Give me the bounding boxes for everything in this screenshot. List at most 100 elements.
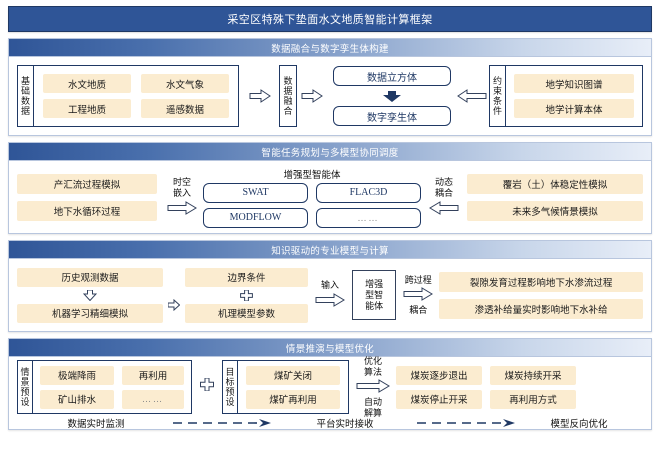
basic-data-tags: 水文地质 水文气象 工程地质 遥感数据: [34, 65, 239, 127]
section-body-1: 基础数据 水文地质 水文气象 工程地质 遥感数据 数据融合: [9, 57, 651, 135]
boundary-condition-column: 边界条件 机理模型参数: [185, 267, 309, 323]
tag-mine-closure[interactable]: 煤矿关闭: [246, 365, 340, 385]
section-header-3: 知识驱动的专业模型与计算: [9, 241, 651, 259]
coupling-label: 耦合: [409, 304, 428, 315]
constraint-group: 约束条件 地学知识图谱 地学计算本体: [489, 65, 643, 127]
tag-overburden-stability-simulation[interactable]: 覆岩（土）体稳定性模拟: [467, 173, 643, 194]
input-label: 输入: [321, 280, 340, 290]
connector-label-line1: 动态: [434, 176, 453, 187]
tag-coal-stop-mining[interactable]: 煤炭停止开采: [396, 389, 482, 409]
cross-process-label: 跨过程: [404, 274, 432, 285]
spatiotemporal-embedding-connector: 时空 嵌入: [167, 177, 197, 218]
basic-data-group: 基础数据 水文地质 水文气象 工程地质 遥感数据: [17, 65, 239, 127]
arrow-right-icon: [315, 293, 346, 310]
workflow-footer: 数据实时监测 平台实时接收 模型反向优化: [17, 415, 643, 431]
section-header-4: 情景推演与模型优化: [9, 339, 651, 357]
tag-ml-fine-simulation[interactable]: 机器学习精细模拟: [17, 303, 164, 323]
tag-infiltration-recharge-effect[interactable]: 渗透补给量实时影响地下水补给: [439, 298, 643, 319]
dashed-arrow-right-icon: [171, 418, 275, 428]
scenario-preset-group: 情景预设 极端降雨 再利用 矿山排水 ……: [17, 360, 192, 414]
agent-label-line3: 能体: [365, 300, 384, 311]
arrow-right-icon: [356, 378, 390, 396]
cross-process-coupling-connector: 跨过程 耦合: [403, 274, 434, 316]
scenario-preset-tags: 极端降雨 再利用 矿山排水 ……: [33, 360, 192, 414]
section-task-scheduling: 智能任务规划与多模型协同调度 产汇流过程模拟 地下水循环过程 时空 嵌入 增强型…: [8, 142, 652, 234]
connector-label-line1: 时空: [172, 176, 191, 187]
section-body-3: 历史观测数据 机器学习精细模拟 边界条件 机理模型参数 输入: [9, 259, 651, 331]
scenario-preset-label: 情景预设: [17, 360, 33, 414]
arrow-down-small-icon: [17, 289, 163, 301]
data-fusion-label: 数据融合: [279, 65, 297, 127]
historical-data-column: 历史观测数据 机器学习精细模拟: [17, 267, 164, 323]
basic-data-label: 基础数据: [17, 65, 34, 127]
box-data-cube[interactable]: 数据立方体: [333, 66, 451, 86]
process-models-right: 覆岩（土）体稳定性模拟 未来多气候情景模拟: [467, 173, 643, 221]
optimization-outcomes: 煤炭逐步退出 煤炭持续开采 煤炭停止开采 再利用方式: [396, 365, 643, 409]
constraint-tags: 地学知识图谱 地学计算本体: [506, 65, 643, 127]
tag-coal-gradual-exit[interactable]: 煤炭逐步退出: [396, 365, 482, 385]
dynamic-coupling-connector: 动态 耦合: [429, 177, 459, 218]
tag-historical-observation-data[interactable]: 历史观测数据: [17, 267, 164, 287]
tag-groundwater-cycle-process[interactable]: 地下水循环过程: [17, 200, 157, 221]
connector-label-line2: 嵌入: [172, 187, 191, 198]
section-knowledge-models: 知识驱动的专业模型与计算 历史观测数据 机器学习精细模拟 边界条件 机理模型参数: [8, 240, 652, 332]
page-title: 采空区特殊下垫面水文地质智能计算框架: [8, 6, 652, 32]
input-connector: 输入: [315, 280, 346, 310]
arrow-right-small-icon: [168, 279, 181, 311]
plus-icon: [200, 377, 214, 396]
arrow-right-icon: [301, 89, 327, 103]
constraint-label: 约束条件: [489, 65, 506, 127]
optimization-label-line2: 算法: [363, 366, 382, 377]
enhanced-agent-box[interactable]: 增强 型智 能体: [352, 270, 397, 320]
section-data-fusion: 数据融合与数字孪生体构建 基础数据 水文地质 水文气象 工程地质 遥感数据 数: [8, 38, 652, 136]
tag-fracture-seepage-effect[interactable]: 裂隙发育过程影响地下水渗流过程: [439, 271, 643, 292]
tag-mechanistic-model-params[interactable]: 机理模型参数: [185, 303, 309, 323]
tag-remote-sensing[interactable]: 遥感数据: [141, 99, 229, 118]
optimization-label-line1: 优化: [363, 355, 382, 366]
arrow-left-icon: [457, 89, 487, 103]
arrow-down-thick-icon: [333, 90, 451, 102]
section-header-2: 智能任务规划与多模型协同调度: [9, 143, 651, 161]
model-flac3d[interactable]: FLAC3D: [316, 182, 421, 203]
tag-extreme-rainfall[interactable]: 极端降雨: [40, 365, 114, 385]
connector-label-line2: 耦合: [434, 187, 453, 198]
agent-label-line2: 型智: [365, 289, 384, 300]
coupling-results: 裂隙发育过程影响地下水渗流过程 渗透补给量实时影响地下水补给: [439, 271, 643, 319]
tag-future-climate-scenarios[interactable]: 未来多气候情景模拟: [467, 200, 643, 221]
arrow-right-icon: [249, 89, 275, 103]
section-body-4: 情景预设 极端降雨 再利用 矿山排水 ……: [9, 356, 651, 431]
tag-more[interactable]: ……: [122, 389, 184, 409]
optimization-connector: 优化 算法 自动 解算: [356, 356, 390, 419]
tag-reuse[interactable]: 再利用: [122, 365, 184, 385]
section-body-2: 产汇流过程模拟 地下水循环过程 时空 嵌入 增强型智能体 SWAT FLAC3D…: [9, 161, 651, 233]
agent-label-line1: 增强: [365, 278, 384, 289]
tag-runoff-process-simulation[interactable]: 产汇流过程模拟: [17, 173, 157, 194]
tag-geo-knowledge-graph[interactable]: 地学知识图谱: [514, 74, 634, 93]
box-digital-twin[interactable]: 数字孪生体: [333, 106, 451, 126]
enhanced-agent-models: 增强型智能体 SWAT FLAC3D MODFLOW ……: [203, 167, 421, 228]
arrow-left-icon: [429, 200, 459, 218]
dashed-arrow-right-icon: [415, 418, 519, 428]
section-scenario-optimization: 情景推演与模型优化 情景预设 极端降雨 再利用 矿山排水 ……: [8, 338, 652, 430]
tag-boundary-conditions[interactable]: 边界条件: [185, 267, 309, 287]
tag-geo-computation-ontology[interactable]: 地学计算本体: [514, 99, 634, 118]
section-header-1: 数据融合与数字孪生体构建: [9, 39, 651, 57]
model-modflow[interactable]: MODFLOW: [203, 207, 308, 228]
digital-twin-group: 数据立方体 数字孪生体: [333, 66, 451, 126]
tag-hydrogeology[interactable]: 水文地质: [43, 74, 131, 93]
tag-hydrometeorology[interactable]: 水文气象: [141, 74, 229, 93]
model-more[interactable]: ……: [316, 207, 421, 228]
process-models-left: 产汇流过程模拟 地下水循环过程: [17, 173, 157, 221]
tag-mine-reuse[interactable]: 煤矿再利用: [246, 389, 340, 409]
footer-label-platform: 平台实时接收: [316, 420, 374, 430]
tag-mine-drainage[interactable]: 矿山排水: [40, 389, 114, 409]
tag-coal-continued-mining[interactable]: 煤炭持续开采: [490, 365, 576, 385]
arrow-right-icon: [403, 286, 434, 304]
tag-engineering-geology[interactable]: 工程地质: [43, 99, 131, 118]
model-swat[interactable]: SWAT: [203, 182, 308, 203]
target-preset-tags: 煤矿关闭 煤矿再利用: [238, 360, 349, 414]
tag-reuse-mode[interactable]: 再利用方式: [490, 389, 576, 409]
footer-label-monitoring: 数据实时监测: [67, 420, 125, 430]
auto-solve-label-line1: 自动: [363, 396, 382, 407]
